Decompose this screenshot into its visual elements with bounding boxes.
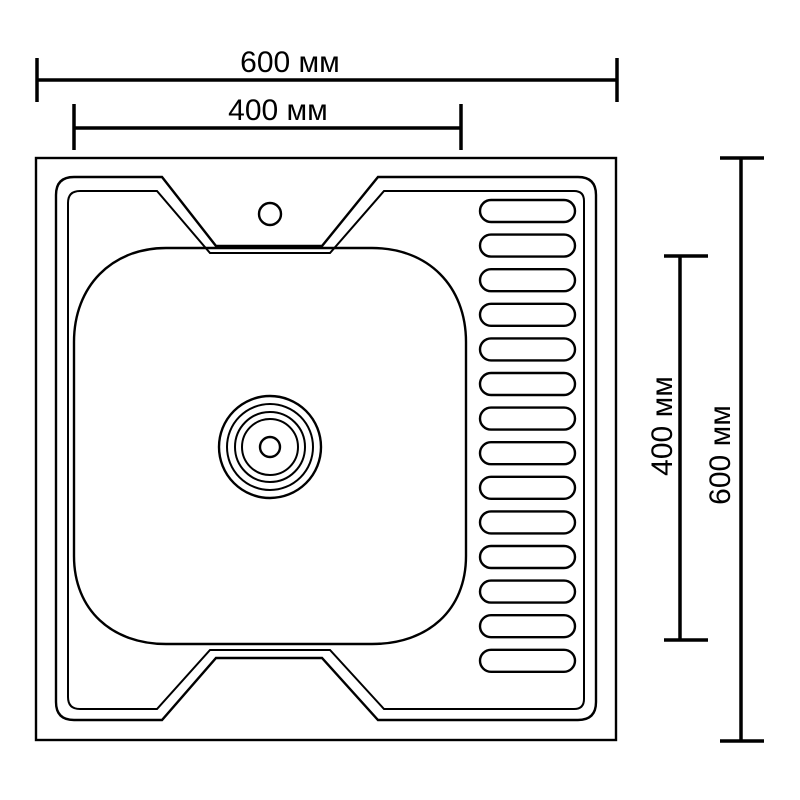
total-depth-label: 600 мм [704,405,737,505]
drain-hole [258,435,282,459]
drainboard-rib [478,268,577,293]
drainboard-rib [478,510,577,535]
bowl-depth-label: 400 мм [646,376,679,476]
dimension-total-depth: 600 мм [704,156,764,743]
total-width-label: 600 мм [240,46,340,79]
drainboard-rib [478,614,577,639]
drainboard-rib [478,233,577,258]
drainboard-rib [478,579,577,604]
drain [217,394,323,500]
drainboard-rib [478,302,577,327]
drainboard-rib [478,544,577,570]
dimension-bowl-depth: 400 мм [646,254,708,642]
drainboard-rib [478,371,577,397]
bowl-width-label: 400 мм [228,94,328,127]
tap-hole [257,201,283,227]
drainboard-rib [478,441,577,466]
sink-rim-inner [67,190,585,710]
drainboard-rib [478,475,577,500]
drainboard-rib [478,648,577,673]
dimension-bowl-width: 400 мм [72,94,463,150]
drainboard-ribs [478,198,577,673]
dimension-total-width: 600 мм [35,46,619,102]
sink-outer-edge [34,156,618,742]
sink-rim-outer [54,175,598,722]
drainboard-rib [478,406,577,431]
sink-bowl [72,246,468,646]
drainboard-rib [478,198,577,224]
drainboard-rib [478,337,577,362]
